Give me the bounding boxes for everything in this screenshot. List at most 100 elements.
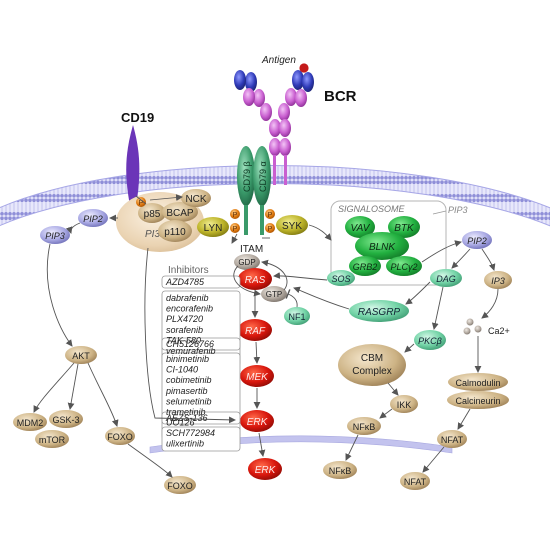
signalosome-title: SIGNALOSOME <box>338 204 406 214</box>
calcium-ions <box>463 318 482 335</box>
foxo-nuclear-label: FOXO <box>167 481 193 491</box>
erk-label: ERK <box>247 417 269 428</box>
gdp-node <box>234 254 260 270</box>
pathway-arrows <box>33 195 499 478</box>
inhibitor-raf-mek-drug: CH5126766 <box>166 339 214 349</box>
inhibitor-mek-drug: cobimetinib <box>166 375 212 385</box>
inhibitor-drug-list: AZD4785dabrafenibencorafenibPLX4720soraf… <box>165 277 216 449</box>
blnk-node <box>355 232 409 260</box>
pip2-right-node <box>462 231 492 249</box>
gtp-label: GTP <box>266 290 282 299</box>
ikk-node <box>390 395 418 413</box>
mdm2-node <box>13 413 47 431</box>
pip2-left-label: PIP2 <box>83 214 103 224</box>
nf1-label: NF1 <box>288 312 305 322</box>
raf-label: RAF <box>245 326 266 337</box>
dag-node <box>430 269 462 287</box>
mtor-node <box>35 430 69 448</box>
inhibitor-mek-drug: selumetinib <box>166 396 212 406</box>
mdm2-label: MDM2 <box>17 418 44 428</box>
pip3-left-label: PIP3 <box>45 231 65 241</box>
phospho-marker-label: P <box>268 212 273 219</box>
mtor-label: mTOR <box>39 435 66 445</box>
gsk3-label: GSK-3 <box>52 415 79 425</box>
akt-label: AKT <box>72 351 90 361</box>
bcr-label: BCR <box>324 88 357 105</box>
calmodulin-label: Calmodulin <box>455 378 500 388</box>
calcineurin-node <box>447 391 509 409</box>
phospho-marker-label: P <box>233 226 238 233</box>
cd79a-label: CD79 α <box>258 161 268 192</box>
gdp-label: GDP <box>238 258 255 267</box>
dag-label: DAG <box>436 274 456 284</box>
inhibitor-erk-drug: SCH772984 <box>166 428 215 438</box>
cd79b-label: CD79 β <box>242 161 252 192</box>
nfkb-label: NFκB <box>353 422 376 432</box>
btk-label: BTK <box>394 223 415 234</box>
inhibitor-mek-drug: CI-1040 <box>166 365 198 375</box>
phospho-marker-label: P <box>139 200 144 207</box>
lyn-label: LYN <box>204 223 223 234</box>
inhibitor-ras-drug: AZD4785 <box>165 277 205 287</box>
foxo-node <box>105 427 135 445</box>
plcg2-node <box>386 256 422 276</box>
plcg2-label: PLCγ2 <box>390 262 417 272</box>
pip2-right-label: PIP2 <box>467 236 487 246</box>
inhibitor-raf-drug: TAK-580 <box>166 335 201 345</box>
vav-node <box>345 216 375 238</box>
syk-node <box>276 215 308 235</box>
nck-node <box>181 189 211 207</box>
pip2-left-node <box>78 209 108 227</box>
ip3-node <box>484 271 512 289</box>
gsk3-node <box>49 410 83 428</box>
pkcb-node <box>414 330 446 350</box>
phospho-marker <box>136 197 146 207</box>
mek-label: MEK <box>246 372 269 383</box>
pip3-left-node <box>40 226 70 244</box>
mek-node <box>240 365 274 387</box>
rasgrp-label: RASGRP <box>358 307 401 318</box>
btk-node <box>388 216 420 238</box>
nck-label: NCK <box>185 194 206 205</box>
nfkb-nuclear-node <box>323 461 357 479</box>
pip3-signalosome-label: PIP3 <box>448 205 468 215</box>
antigen <box>299 63 309 73</box>
inhibitor-mek-drug: UO126 <box>166 418 195 428</box>
nfkb-nuclear-label: NFκB <box>329 466 352 476</box>
gtp-node <box>261 286 287 302</box>
inhibitor-raf-drug: dabrafenib <box>166 293 209 303</box>
itam-phospho-sites <box>230 209 275 233</box>
pi3k-label: PI3K <box>145 229 168 240</box>
inhibitor-raf-drug: PLX4720 <box>166 314 203 324</box>
nfat-label: NFAT <box>441 435 464 445</box>
inhibitor-raf-drug: vemurafenib <box>166 346 216 356</box>
cbm-complex-node <box>338 344 406 386</box>
inhibitor-mek-drug: trametinib <box>166 407 206 417</box>
antigen-label: Antigen <box>261 55 296 66</box>
bcap-node <box>162 202 198 222</box>
grb2-node <box>349 256 381 276</box>
bcap-label: BCAP <box>166 208 194 219</box>
sos-label: SOS <box>331 274 350 284</box>
pkcb-label: PKCβ <box>418 336 442 346</box>
ras-label: RAS <box>245 275 266 286</box>
calmodulin-node <box>448 373 508 391</box>
p85-node <box>138 203 166 223</box>
rasgrp-node <box>349 300 409 322</box>
inhibitor-mek-erk-drug: AEZS-136 <box>165 413 208 423</box>
erk-nuclear-label: ERK <box>255 465 277 476</box>
nfat-nuclear-label: NFAT <box>404 477 427 487</box>
p110-node <box>158 220 192 242</box>
inhibitor-mek-drug: pimasertib <box>165 386 208 396</box>
cd19-label: CD19 <box>121 110 154 125</box>
foxo-label: FOXO <box>107 432 133 442</box>
inhibitor-boxes <box>161 275 241 452</box>
cd19-receptor <box>126 125 140 204</box>
akt-node <box>65 346 97 364</box>
ras-node <box>238 268 272 290</box>
lyn-node <box>197 217 229 237</box>
bcr-receptor <box>234 70 314 185</box>
erk-nuclear-node <box>248 458 282 480</box>
vav-label: VAV <box>351 223 371 234</box>
